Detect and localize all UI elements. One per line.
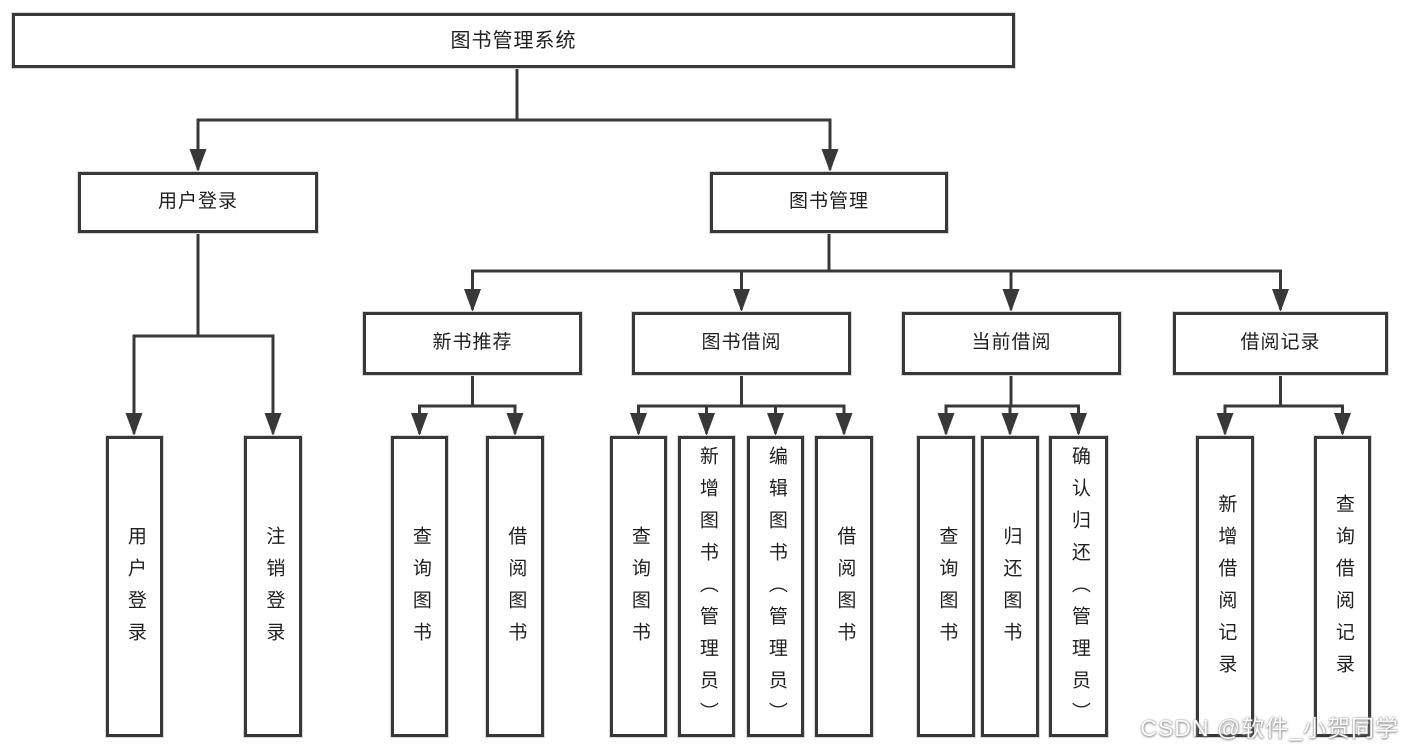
- node-leaf-borrow-books-1: 借阅图书: [486, 436, 544, 737]
- node-leaf-user-login: 用户登录: [106, 436, 163, 737]
- node-leaf-query-books-1: 查询图书: [391, 436, 448, 737]
- node-current-borrowing: 当前借阅: [902, 312, 1121, 375]
- node-leaf-query-borrow-record: 查询借阅记录: [1314, 436, 1371, 737]
- node-leaf-add-books-admin: 新增图书（管理员）: [678, 436, 735, 737]
- node-leaf-query-books-3: 查询图书: [917, 436, 975, 737]
- node-book-borrowing: 图书借阅: [632, 312, 851, 375]
- node-leaf-query-books-2: 查询图书: [610, 436, 667, 737]
- node-leaf-borrow-books-2: 借阅图书: [815, 436, 873, 737]
- node-book-management: 图书管理: [710, 172, 948, 233]
- node-user-login: 用户登录: [78, 172, 318, 233]
- node-leaf-logout: 注销登录: [244, 436, 302, 737]
- node-borrow-records: 借阅记录: [1173, 312, 1388, 375]
- node-leaf-confirm-return-admin: 确认归还（管理员）: [1049, 436, 1108, 737]
- node-library-system: 图书管理系统: [12, 13, 1015, 68]
- node-leaf-return-books: 归还图书: [981, 436, 1039, 737]
- node-leaf-edit-books-admin: 编辑图书（管理员）: [747, 436, 804, 737]
- node-new-book-recommend: 新书推荐: [363, 312, 582, 375]
- node-leaf-add-borrow-record: 新增借阅记录: [1196, 436, 1254, 737]
